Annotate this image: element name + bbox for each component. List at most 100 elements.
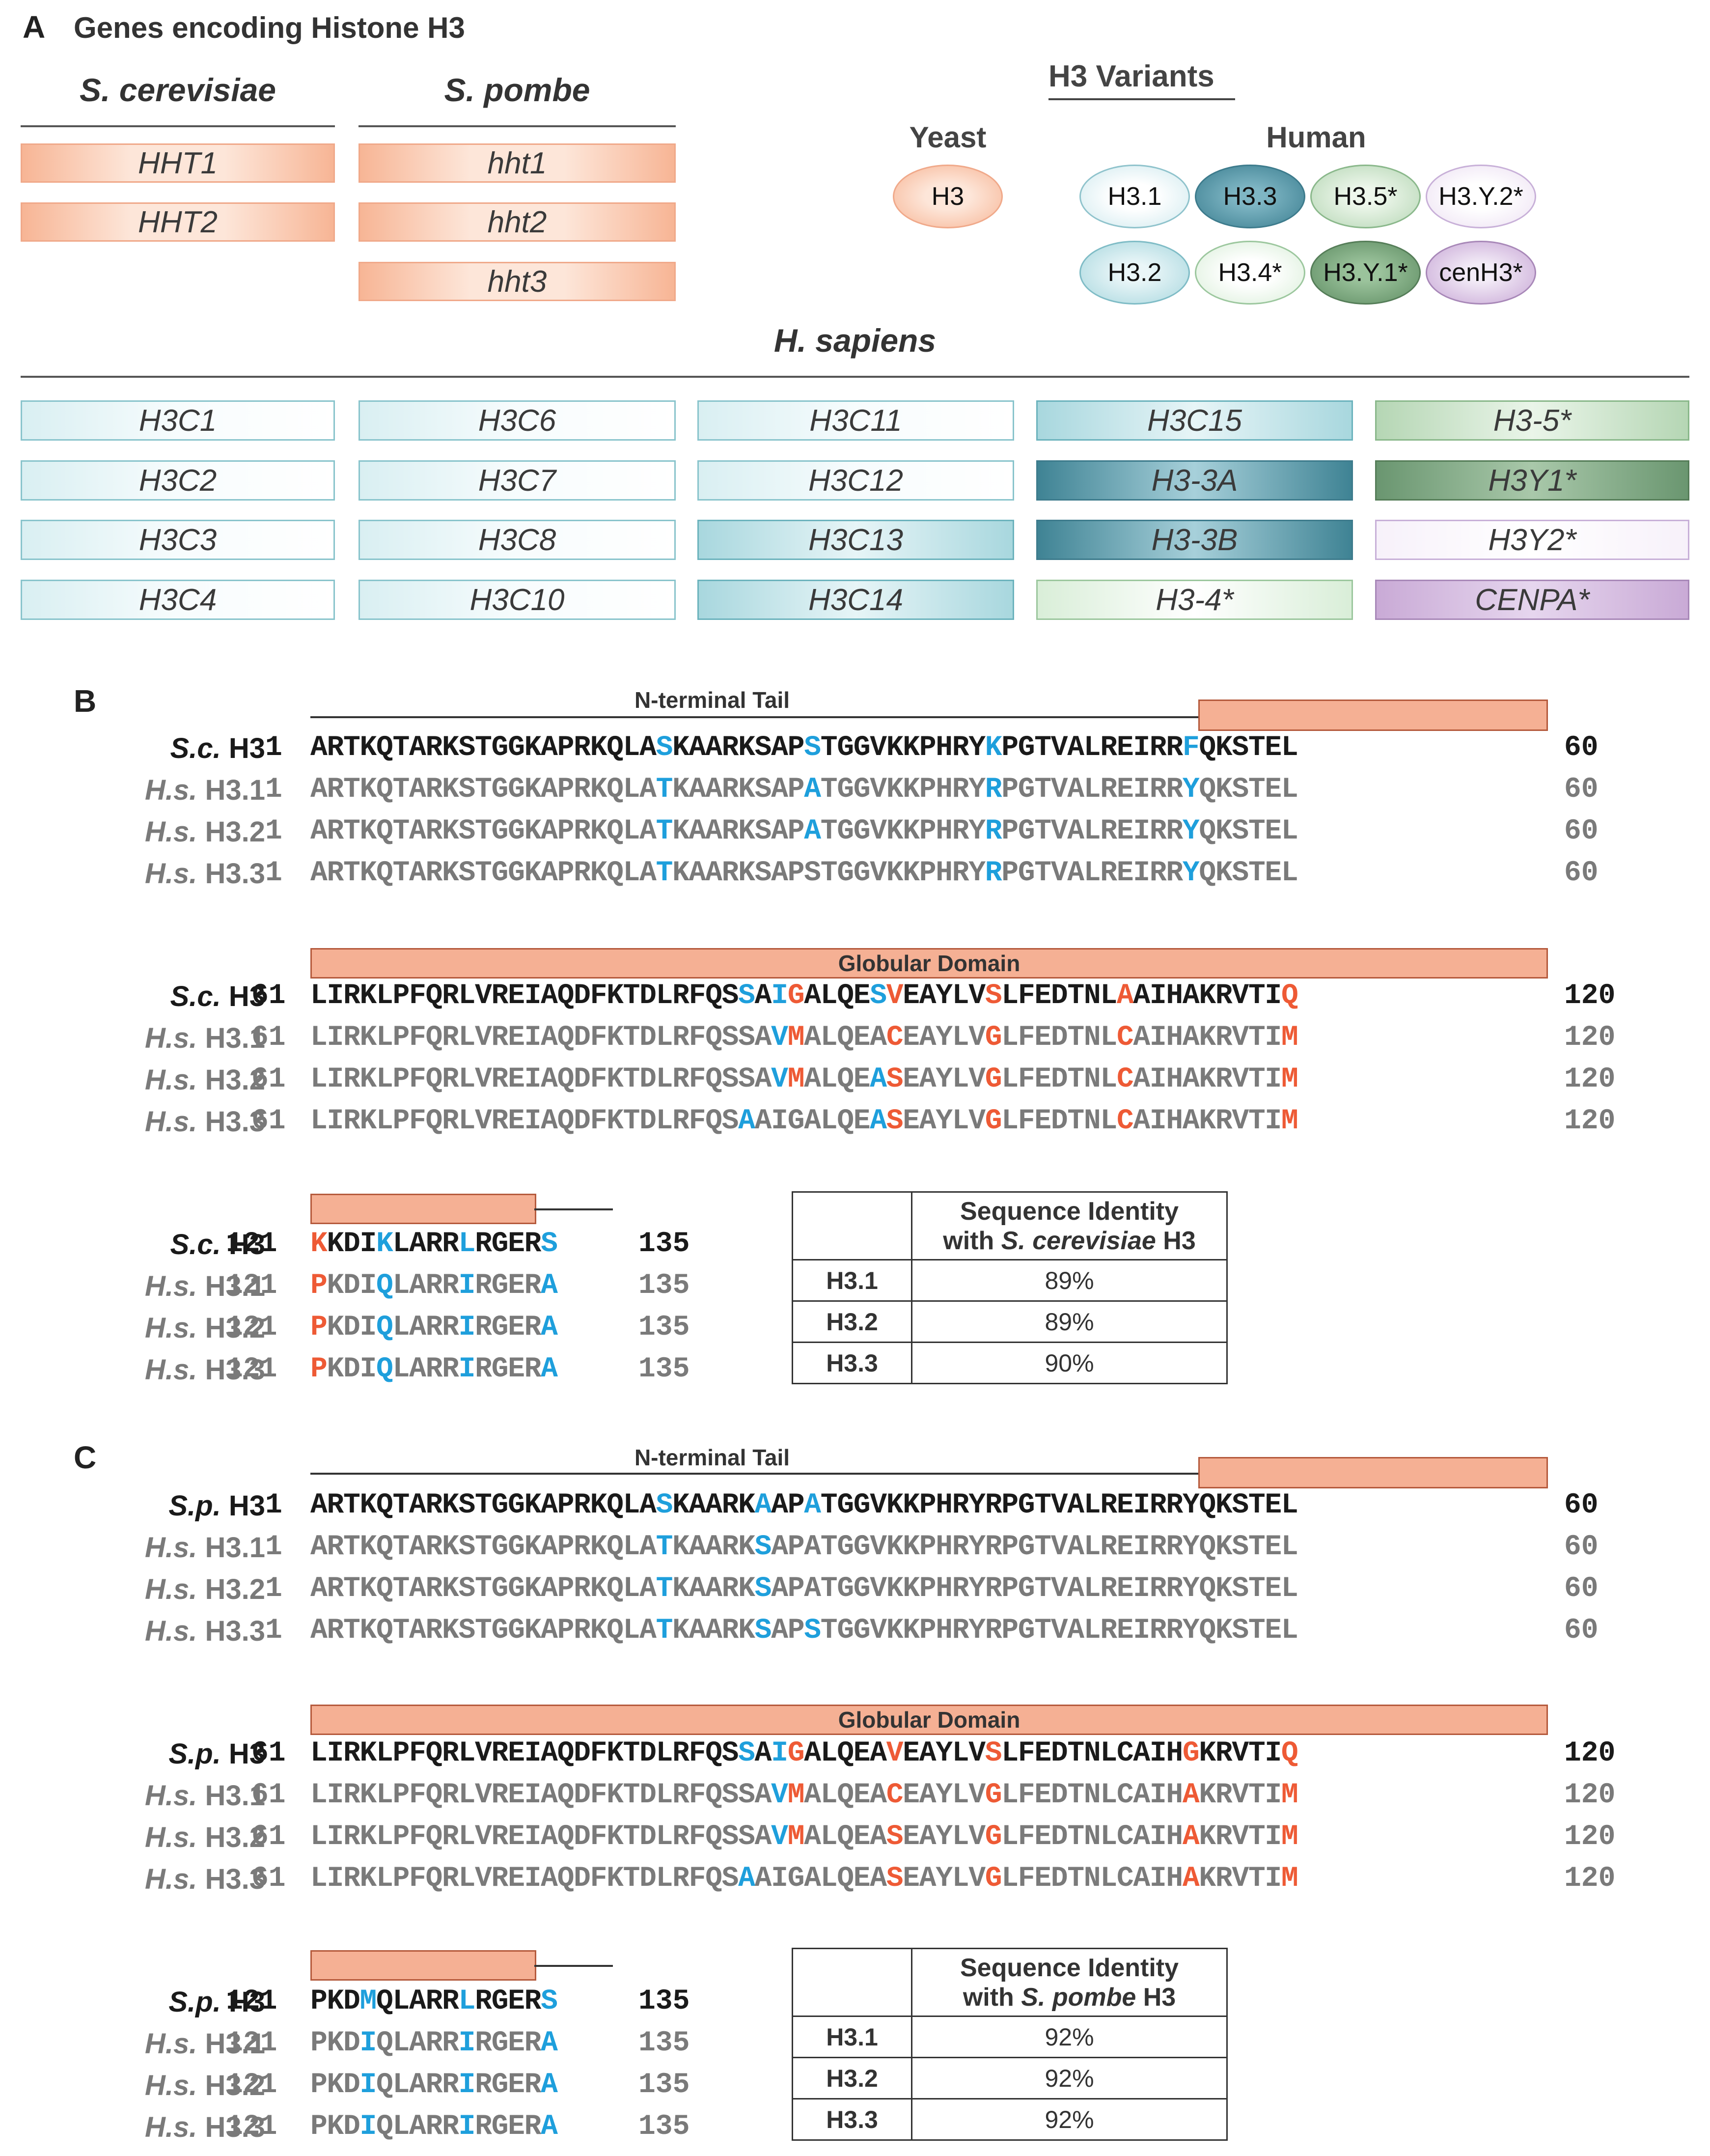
variant-residue-blue: A (754, 1489, 772, 1521)
sequence-text: LIRKLPFQRLVREIAQDFKTDLRFQSSAVMALQEACEAYL… (310, 1022, 1298, 1054)
variant-residue-blue: S (754, 1615, 772, 1647)
c-identity-with: with (963, 1983, 1021, 2012)
variant-residue-red: G (985, 1064, 1002, 1095)
variant-residue-red: A (1182, 1779, 1200, 1811)
residue-start-number: 121 (226, 1986, 277, 2017)
variant-residue-red: P (310, 1270, 328, 1302)
human-label: Human (1266, 121, 1366, 154)
residue-end-number: 60 (1564, 857, 1599, 889)
sequence-text: PKDIQLARRIRGERA (310, 2027, 558, 2059)
sequence-label: S.c. H3 (49, 732, 265, 765)
histone-name: H3 (228, 1229, 265, 1260)
variant-residue-red: G (787, 980, 805, 1012)
residue-start-number: 121 (226, 1228, 277, 1260)
gene-hht2-sp: hht2 (359, 202, 676, 242)
residue-start-number: 1 (265, 774, 282, 806)
variant-residue-blue: I (458, 2069, 476, 2101)
gene-h3-3b: H3-3B (1036, 520, 1353, 560)
variant-residue-red: A (1182, 1821, 1200, 1853)
species-abbrev: S.c. (170, 1229, 221, 1260)
c-identity-h3: H3 (1136, 1983, 1176, 2012)
oval-h3-3: H3.3 (1195, 165, 1305, 228)
variant-residue-red: G (985, 1779, 1002, 1811)
variant-residue-blue: V (771, 1064, 788, 1095)
sequence-text: KKDIKLARRLRGERS (310, 1228, 558, 1260)
species-abbrev: H.s. (144, 1022, 197, 1054)
variant-residue-red: G (985, 1821, 1002, 1853)
histone-name: H3.1 (205, 2028, 265, 2060)
histone-name: H3 (228, 732, 265, 764)
sequence-text: ARTKQTARKSTGGKAPRKQLATKAARKSAPATGGVKKPHR… (310, 1531, 1298, 1563)
variant-residue-blue: V (771, 1779, 788, 1811)
residue-end-number: 135 (638, 1270, 690, 1302)
histone-name: H3 (228, 1490, 265, 1522)
b-identity-species: S. cerevisiae (1001, 1226, 1156, 1255)
sequence-text: PKDIQLARRIRGERA (310, 1270, 558, 1302)
oval-h3-y1: H3.Y.1* (1310, 241, 1421, 305)
variant-residue-blue: K (376, 1228, 393, 1260)
variant-residue-blue: R (985, 774, 1002, 806)
variant-residue-red: S (985, 980, 1002, 1012)
species-abbrev: H.s. (144, 1863, 197, 1895)
variant-residue-red: C (1116, 1022, 1134, 1054)
residue-start-number: 121 (226, 2027, 277, 2059)
oval-h3-5: H3.5* (1310, 165, 1421, 228)
gene-h3c15: H3C15 (1036, 400, 1353, 441)
variant-residue-red: S (886, 1863, 904, 1895)
residue-end-number: 135 (638, 2069, 690, 2101)
residue-end-number: 120 (1564, 1863, 1616, 1895)
variant-residue-red: V (886, 1737, 904, 1769)
s-cerevisiae-rule (21, 125, 335, 127)
variant-residue-red: S (886, 1105, 904, 1137)
gene-h3c13: H3C13 (697, 520, 1014, 560)
variant-residue-blue: A (804, 815, 821, 847)
variant-residue-red: M (787, 1821, 805, 1853)
gene-h3-4: H3-4* (1036, 580, 1353, 620)
species-abbrev: H.s. (144, 1573, 197, 1605)
gene-h3c12: H3C12 (697, 460, 1014, 501)
b-globular-bar: Globular Domain (310, 948, 1548, 979)
residue-start-number: 61 (251, 980, 286, 1012)
residue-start-number: 121 (226, 2069, 277, 2101)
b-helix-bar-1 (1198, 700, 1548, 731)
histone-name: H3.2 (205, 1573, 265, 1605)
oval-h3-4: H3.4* (1195, 241, 1305, 305)
variant-residue-red: A (1182, 1863, 1200, 1895)
sequence-label: H.s. H3.1 (49, 1779, 265, 1812)
variant-residue-blue: Q (376, 1353, 393, 1385)
histone-name: H3.1 (205, 1022, 265, 1054)
oval-yeast-h3: H3 (893, 165, 1003, 228)
c-identity-row-label: H3.2 (792, 2057, 912, 2100)
residue-start-number: 61 (251, 1779, 286, 1811)
c-identity-value: 92% (911, 2098, 1228, 2141)
variant-residue-blue: T (656, 774, 673, 806)
variant-residue-red: S (886, 1821, 904, 1853)
variant-residue-blue: K (985, 732, 1002, 764)
variant-residue-blue: I (359, 2111, 377, 2143)
variant-residue-blue: S (738, 980, 755, 1012)
variant-residue-blue: S (754, 1531, 772, 1563)
sequence-label: H.s. H3.2 (49, 1312, 265, 1344)
residue-end-number: 60 (1564, 732, 1599, 764)
variant-residue-blue: I (458, 2111, 476, 2143)
b-identity-corner (792, 1191, 912, 1260)
residue-start-number: 1 (265, 1615, 282, 1647)
species-abbrev: S.c. (170, 980, 221, 1012)
histone-name: H3.3 (205, 858, 265, 890)
variant-residue-red: Q (1281, 980, 1298, 1012)
sequence-label: H.s. H3.1 (49, 2027, 265, 2060)
variant-residue-blue: S (738, 1737, 755, 1769)
variant-residue-blue: S (804, 1615, 821, 1647)
variant-residue-blue: V (771, 1821, 788, 1853)
panel-a-letter: A (23, 9, 46, 45)
variant-residue-red: G (1182, 1737, 1200, 1769)
b-cterm-bar (310, 1194, 536, 1224)
c-identity-corner (792, 1948, 912, 2017)
histone-name: H3.2 (205, 1312, 265, 1344)
variant-residue-blue: Y (1182, 815, 1200, 847)
variant-residue-blue: L (458, 1228, 476, 1260)
h3-variants-title: H3 Variants (1048, 59, 1214, 93)
panel-a-title: Genes encoding Histone H3 (74, 11, 465, 44)
sequence-text: ARTKQTARKSTGGKAPRKQLATKAARKSAPATGGVKKPHR… (310, 1573, 1298, 1605)
